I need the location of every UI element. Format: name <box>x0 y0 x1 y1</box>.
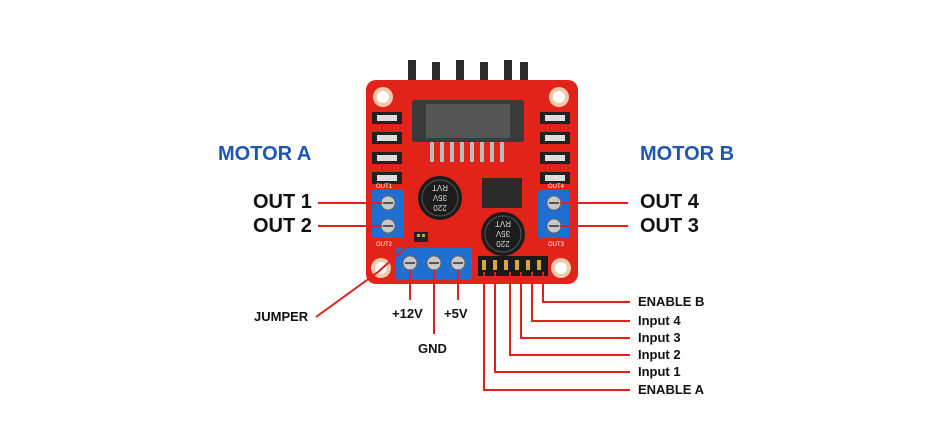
terminal-motor-a <box>372 190 404 238</box>
gnd-label: GND <box>418 341 447 356</box>
board-mark-out3: OUT3 <box>548 242 565 248</box>
jumper <box>414 232 428 242</box>
out2-label: OUT 2 <box>253 215 312 237</box>
board-mark-out4: OUT4 <box>548 184 565 190</box>
v12-label: +12V <box>392 306 423 321</box>
pin-label-input-1: Input 1 <box>638 364 681 379</box>
l298-chip <box>412 100 524 162</box>
cap2-text-2: 35V <box>495 229 510 238</box>
motor-a-title: MOTOR A <box>218 143 312 165</box>
cap2-text-1: 220 <box>496 239 510 248</box>
board-mark-out1: OUT1 <box>376 184 393 190</box>
board-mark-out2: OUT2 <box>376 242 393 248</box>
pin-label-enable-a: ENABLE A <box>638 382 704 397</box>
terminal-power <box>396 248 472 280</box>
v5-label: +5V <box>444 306 468 321</box>
line-input4 <box>531 272 630 322</box>
leader-lines <box>315 202 630 391</box>
line-enable-b <box>542 272 630 303</box>
line-enable-a <box>483 272 630 391</box>
line-input3 <box>520 272 630 339</box>
header-pins <box>478 256 548 276</box>
cap1-text-1: 220 <box>433 203 447 212</box>
jumper-label: JUMPER <box>254 309 309 324</box>
pin-label-enable-b: ENABLE B <box>638 294 705 309</box>
pin-label-input-2: Input 2 <box>638 347 681 362</box>
cap1-text-2: 35V <box>432 193 447 202</box>
capacitor-1 <box>418 176 462 220</box>
capacitor-2 <box>481 212 525 256</box>
pin-label-input-4: Input 4 <box>638 313 681 328</box>
line-input1 <box>494 272 630 373</box>
pin-label-input-3: Input 3 <box>638 330 681 345</box>
out4-label: OUT 4 <box>640 191 699 213</box>
terminal-motor-b <box>538 190 570 238</box>
line-input2 <box>509 272 630 356</box>
motor-b-title: MOTOR B <box>640 143 735 165</box>
mounting-holes <box>371 87 571 278</box>
line-jumper <box>315 239 415 318</box>
cap2-text-3: RVT <box>495 219 511 228</box>
cap1-text-3: RVT <box>432 183 448 192</box>
diodes <box>372 112 570 184</box>
out3-label: OUT 3 <box>640 215 699 237</box>
out1-label: OUT 1 <box>253 191 312 213</box>
regulator <box>482 178 522 208</box>
